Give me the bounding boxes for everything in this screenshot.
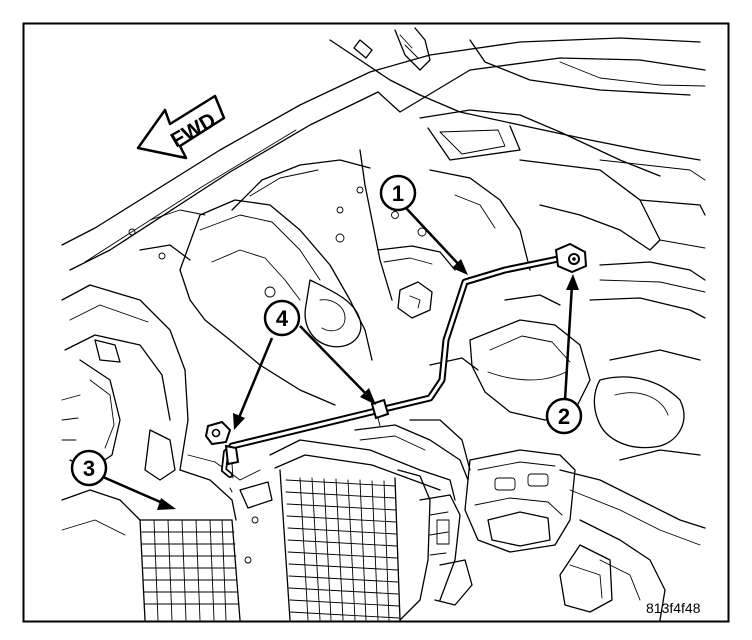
- figure-id-label: 813f4f48: [646, 600, 701, 616]
- callout-2: 2: [545, 397, 583, 435]
- callout-4: 4: [263, 299, 301, 337]
- callout-2-number: 2: [558, 404, 570, 429]
- ac-liquid-line: [220, 253, 572, 478]
- leader-lines: [102, 207, 579, 510]
- callout-1: 1: [379, 174, 417, 212]
- callout-4-number: 4: [276, 306, 289, 331]
- line-fittings: [204, 242, 588, 493]
- condenser-fins: [285, 477, 400, 621]
- callout-1-number: 1: [392, 181, 404, 206]
- left-condenser-fins: [141, 519, 240, 621]
- callout-3-number: 3: [83, 456, 95, 481]
- engine-compartment-drawing: [61, 27, 706, 621]
- diagram-border: [22, 22, 730, 623]
- callout-3: 3: [70, 449, 108, 487]
